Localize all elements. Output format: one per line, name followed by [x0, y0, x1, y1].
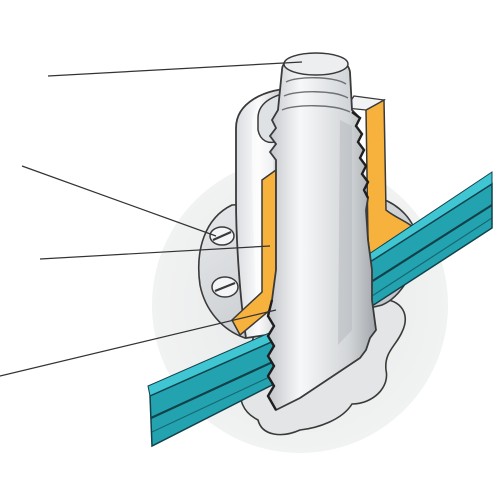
shaft-shade	[338, 120, 352, 345]
leader-line-3	[39, 245, 271, 260]
shaft-thread-ridges	[281, 77, 351, 113]
leader-lines	[0, 61, 303, 377]
leader-line-2	[21, 165, 217, 237]
leader-line-4	[0, 309, 277, 377]
screw-lower	[211, 276, 239, 298]
shaft-thread-edge-lower	[266, 299, 278, 411]
screw-upper	[209, 226, 235, 246]
panel-sheet	[147, 171, 493, 448]
leader-line-1	[47, 61, 303, 77]
shaft-thread-edge	[351, 111, 370, 199]
shaft-end-face	[283, 52, 349, 76]
